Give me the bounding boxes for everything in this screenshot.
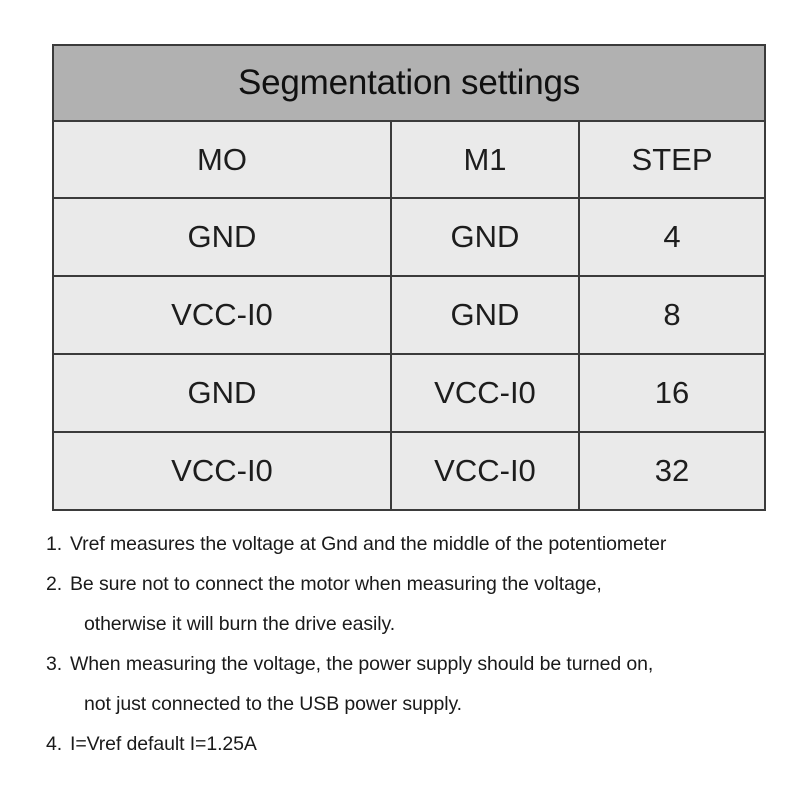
note-number: 4. (46, 733, 63, 755)
note-text: Vref measures the voltage at Gnd and the… (70, 524, 776, 564)
column-header-step: STEP (577, 120, 767, 199)
notes-list: 1. Vref measures the voltage at Gnd and … (46, 524, 776, 764)
note-text: I=Vref default I=1.25A (70, 724, 776, 764)
note-line: not just connected to the USB power supp… (84, 693, 462, 715)
table-row: GND VCC-I0 16 (52, 353, 767, 433)
table-row: GND GND 4 (52, 197, 767, 277)
note-line: When measuring the voltage, the power su… (70, 653, 654, 675)
note-line: Be sure not to connect the motor when me… (70, 573, 602, 595)
cell-m1: GND (390, 275, 580, 355)
cell-step: 4 (577, 197, 767, 277)
note-line: Vref measures the voltage at Gnd and the… (70, 533, 667, 555)
note-item: 3. When measuring the voltage, the power… (46, 644, 776, 724)
cell-mo: GND (52, 197, 392, 277)
note-number: 3. (46, 653, 63, 675)
note-text: When measuring the voltage, the power su… (70, 644, 776, 724)
segmentation-settings-table: Segmentation settings MO M1 STEP GND GND… (51, 44, 767, 511)
cell-mo: VCC-I0 (52, 431, 392, 511)
cell-step: 16 (577, 353, 767, 433)
note-number: 1. (46, 533, 63, 555)
column-header-m1: M1 (390, 120, 580, 199)
note-line: I=Vref default I=1.25A (70, 733, 257, 755)
table-title-row: Segmentation settings (51, 44, 767, 122)
note-item: 1. Vref measures the voltage at Gnd and … (46, 524, 776, 564)
cell-step: 8 (577, 275, 767, 355)
note-line: otherwise it will burn the drive easily. (84, 613, 396, 635)
note-item: 4. I=Vref default I=1.25A (46, 724, 776, 764)
table-title: Segmentation settings (51, 44, 767, 122)
cell-m1: VCC-I0 (390, 431, 580, 511)
cell-step: 32 (577, 431, 767, 511)
note-text: Be sure not to connect the motor when me… (70, 564, 776, 644)
note-item: 2. Be sure not to connect the motor when… (46, 564, 776, 644)
cell-m1: VCC-I0 (390, 353, 580, 433)
table-row: VCC-I0 GND 8 (52, 275, 767, 355)
table-row: VCC-I0 VCC-I0 32 (52, 431, 767, 511)
note-number: 2. (46, 573, 63, 595)
cell-mo: GND (52, 353, 392, 433)
cell-mo: VCC-I0 (52, 275, 392, 355)
table-header-row: MO M1 STEP (52, 120, 767, 199)
segmentation-settings-table-container: Segmentation settings MO M1 STEP GND GND… (51, 44, 767, 511)
cell-m1: GND (390, 197, 580, 277)
column-header-mo: MO (52, 120, 392, 199)
